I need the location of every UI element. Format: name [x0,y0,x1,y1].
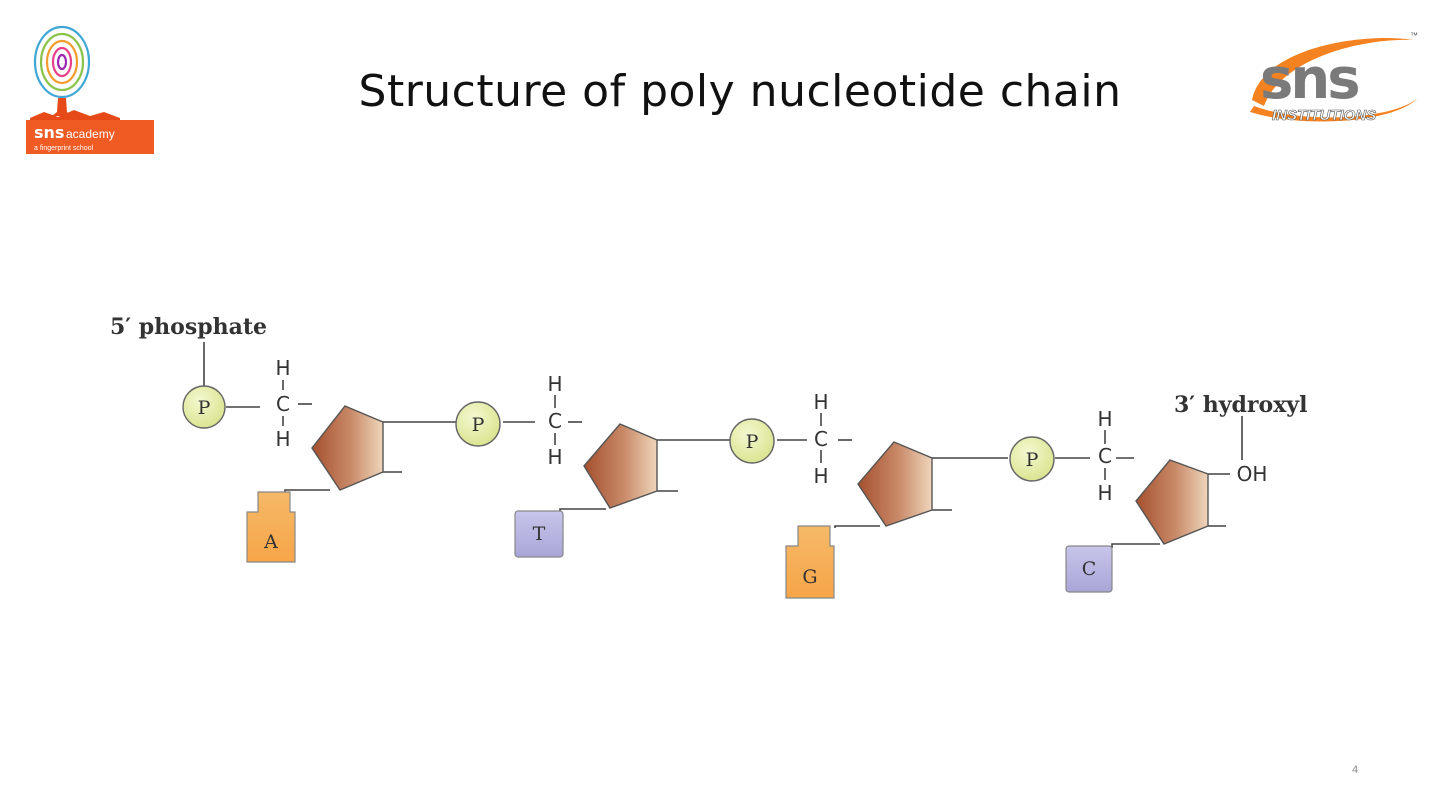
fingerprint-icon [33,25,91,99]
trademark-text: ™ [1410,31,1418,40]
base-label-t: T [533,523,546,545]
hydrogen-label: H [547,445,562,469]
page-number: 4 [1351,764,1359,776]
slide-title: Structure of poly nucleotide chain [358,66,1122,117]
academy-name-text: academy [66,127,115,141]
sns-academy-logo: sns academy a fingerprint school [24,20,156,156]
academy-tagline-text: a fingerprint school [34,145,94,152]
base-label-c: C [1082,558,1097,580]
carbon-label: C [276,392,290,416]
institutions-name-text: INSTITUTIONS [1272,107,1376,124]
base-adenine-shape [246,491,296,563]
deoxyribose-sugar-4 [1135,459,1209,545]
base-label-g: G [802,566,817,588]
hydrogen-label: H [1097,407,1112,431]
hydrogen-label: H [275,356,290,380]
phosphate-label-3: P [746,431,759,453]
phosphate-circle-4 [1009,436,1055,482]
hydrogen-label: H [813,464,828,488]
polynucleotide-diagram: 5′ phosphate 3′ hydroxyl P P P P A T G C… [100,300,1360,620]
base-guanine-shape [785,525,835,599]
sns-institutions-logo: sns INSTITUTIONS ™ [1242,28,1422,132]
base-cytosine-shape [1065,545,1113,593]
phosphate-label-2: P [472,414,485,436]
phosphate-circle-3 [729,418,775,464]
academy-brand-text: sns [34,123,64,142]
hydrogen-label: H [813,390,828,414]
carbon-label: C [814,427,828,451]
hydrogen-label: H [1097,481,1112,505]
hydrogen-label: H [275,427,290,451]
phosphate-circle-1 [182,385,226,429]
phosphate-label-1: P [198,397,211,419]
hydroxyl-label: OH [1237,462,1268,486]
label-3prime-hydroxyl: 3′ hydroxyl [1174,392,1307,418]
carbon-label: C [1098,444,1112,468]
deoxyribose-sugar-2 [583,423,658,509]
base-label-a: A [263,531,278,553]
carbon-label: C [548,409,562,433]
phosphate-label-4: P [1026,449,1039,471]
institutions-brand-text: sns [1260,47,1358,112]
hydrogen-label: H [547,372,562,396]
deoxyribose-sugar-3 [857,441,933,527]
base-thymine-shape [514,510,564,558]
phosphate-circle-2 [455,401,501,447]
label-5prime-phosphate: 5′ phosphate [110,314,267,340]
deoxyribose-sugar-1 [311,405,384,491]
